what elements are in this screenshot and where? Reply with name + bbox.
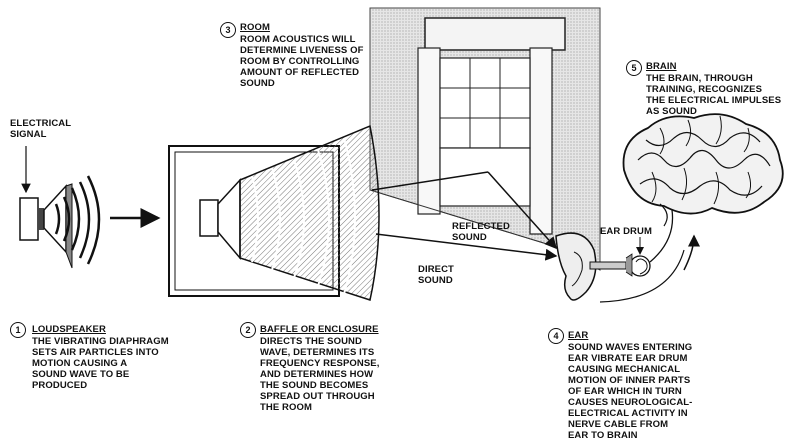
sound-paths xyxy=(371,171,558,261)
baffle-step-text: DIRECTS THE SOUND WAVE, DETERMINES ITS F… xyxy=(260,336,380,413)
step-number-badge: 2 xyxy=(240,322,256,338)
brain-step-text: THE BRAIN, THROUGH TRAINING, RECOGNIZES … xyxy=(646,73,782,117)
ear-drum-label: EAR DRUM xyxy=(600,226,652,237)
reflected-sound-label: REFLECTED SOUND xyxy=(452,221,510,243)
loudspeaker-step-text: THE VIBRATING DIAPHRAGM SETS AIR PARTICL… xyxy=(32,336,169,391)
brain-illustration xyxy=(622,113,784,227)
room-step-title: ROOM xyxy=(240,22,270,33)
enclosure-illustration xyxy=(168,124,380,301)
ear-step-title: EAR xyxy=(568,330,589,341)
direct-sound-label: DIRECT SOUND xyxy=(418,264,454,286)
step-number-badge: 3 xyxy=(220,22,236,38)
brain-step-title: BRAIN xyxy=(646,61,677,72)
room-wall xyxy=(369,7,601,271)
impulse-arrow xyxy=(683,234,700,271)
electrical-signal-label: ELECTRICAL SIGNAL xyxy=(10,118,72,140)
loudspeaker-step-title: LOUDSPEAKER xyxy=(32,324,106,335)
step-number-badge: 5 xyxy=(626,60,642,76)
room-step-text: ROOM ACOUSTICS WILL DETERMINE LIVENESS O… xyxy=(240,34,364,89)
step-number-badge: 1 xyxy=(10,322,26,338)
loudspeaker-illustration xyxy=(19,175,101,269)
ear-step-text: SOUND WAVES ENTERING EAR VIBRATE EAR DRU… xyxy=(568,342,693,441)
ear-illustration xyxy=(555,177,685,303)
baffle-step-title: BAFFLE OR ENCLOSURE xyxy=(260,324,379,335)
step-number-badge: 4 xyxy=(548,328,564,344)
